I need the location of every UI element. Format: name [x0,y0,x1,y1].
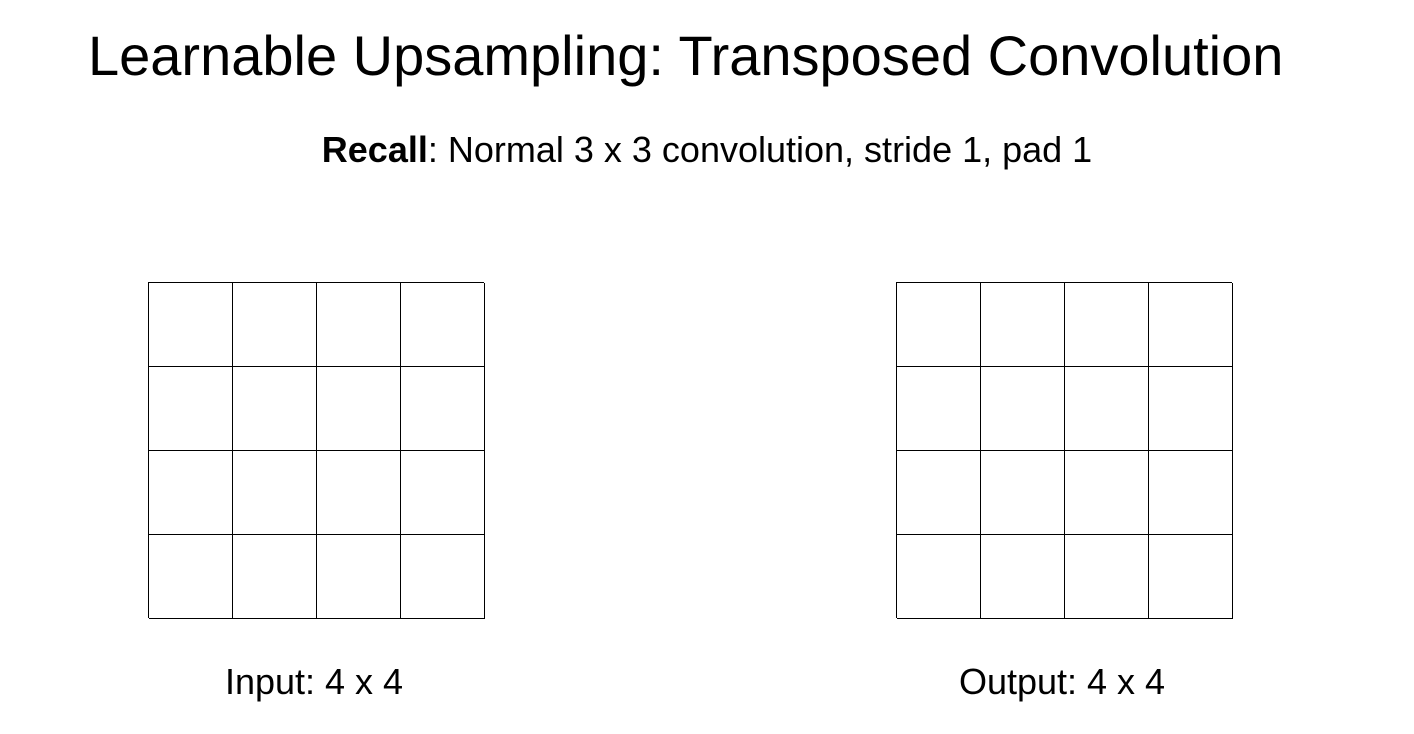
output-grid-cell [981,451,1065,535]
subtitle-text: : Normal 3 x 3 convolution, stride 1, pa… [427,129,1093,170]
output-grid-cell [897,283,981,367]
output-grid-cell [1065,283,1149,367]
input-grid-cell [233,367,317,451]
input-grid-cell [317,367,401,451]
output-grid-cell [897,367,981,451]
output-grid-cell [1149,535,1233,619]
output-grid-cell [1149,367,1233,451]
input-grid-cell [233,283,317,367]
output-grid-cell [981,535,1065,619]
output-grid-cell [897,535,981,619]
input-grid-cell [401,283,485,367]
input-grid-cell [149,367,233,451]
output-grid-cell [981,367,1065,451]
input-grid-cell [233,451,317,535]
input-grid-cell [317,283,401,367]
output-grid-cell [1065,367,1149,451]
input-grid-cell [401,367,485,451]
output-grid [896,282,1233,619]
input-grid-cell [149,451,233,535]
output-grid-cell [1149,451,1233,535]
input-grid-label: Input: 4 x 4 [224,661,404,702]
output-grid-cell [1149,283,1233,367]
output-grid-cell [981,283,1065,367]
input-grid-cell [149,535,233,619]
input-grid-cell [401,451,485,535]
input-grid-cell [317,535,401,619]
input-grid-cell [149,283,233,367]
output-grid-label: Output: 4 x 4 [958,661,1166,702]
slide-subtitle: Recall: Normal 3 x 3 convolution, stride… [0,132,1414,168]
input-grid-cell [317,451,401,535]
output-grid-cell [1065,535,1149,619]
input-grid-cell [233,535,317,619]
input-grid [148,282,485,619]
subtitle-recall: Recall [321,129,428,170]
output-grid-cell [897,451,981,535]
slide-title: Learnable Upsampling: Transposed Convolu… [88,24,1284,87]
output-grid-cell [1065,451,1149,535]
input-grid-cell [401,535,485,619]
